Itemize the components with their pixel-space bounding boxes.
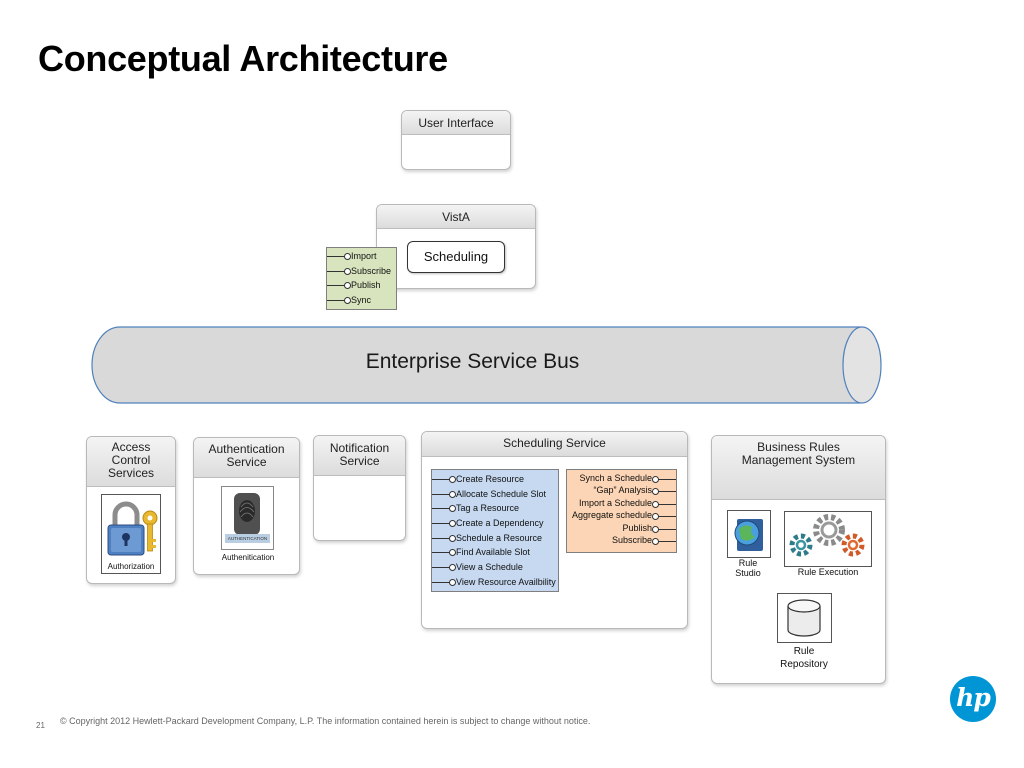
rule-repository-caption: Rule Repository: [780, 646, 828, 670]
bus-end-cap: [842, 326, 882, 404]
rule-studio-caption: Rule Studio: [735, 558, 761, 578]
sync-item: Subscribe: [567, 534, 676, 546]
authentication-caption: Authenitication: [221, 553, 275, 562]
sync-item: “Gap” Analysis: [567, 484, 676, 496]
copyright-notice: © Copyright 2012 Hewlett-Packard Develop…: [60, 716, 591, 726]
page-title: Conceptual Architecture: [38, 38, 448, 79]
authentication-header: Authentication Service: [194, 438, 299, 478]
access-control-header: Access Control Services: [87, 437, 175, 487]
sync-item: Import a Schedule: [567, 497, 676, 509]
operation-item: View Resource Availbility: [432, 575, 558, 590]
authentication-box: Authentication Service: [193, 437, 300, 575]
interface-item: Sync: [327, 293, 396, 308]
scheduling-module: Scheduling: [407, 241, 505, 273]
rule-studio-image: [727, 510, 771, 558]
rule-execution-caption: Rule Execution: [797, 567, 859, 577]
rule-execution-image: [784, 511, 872, 567]
rule-studio-icon: [734, 519, 763, 551]
gears-icon: [789, 514, 865, 557]
operation-item: Create Resource: [432, 472, 558, 487]
user-interface-header: User Interface: [402, 111, 510, 135]
operation-item: Schedule a Resource: [432, 531, 558, 546]
padlock-key-icon: [107, 501, 158, 556]
operation-item: Allocate Schedule Slot: [432, 487, 558, 502]
vista-box: VistA Scheduling: [376, 204, 536, 289]
interface-item: Publish: [327, 278, 396, 293]
notification-box: Notification Service: [313, 435, 406, 541]
rule-repository-image: [777, 593, 832, 643]
sync-item: Aggregate schedule: [567, 509, 676, 521]
database-icon: [787, 599, 821, 637]
sync-item: Publish: [567, 522, 676, 534]
authorization-image: Authorization: [101, 494, 161, 574]
sync-item: Synch a Schedule: [567, 472, 676, 484]
esb-label: Enterprise Service Bus: [365, 350, 580, 373]
scheduling-service-header: Scheduling Service: [422, 432, 687, 457]
scheduling-sync-list: Synch a Schedule “Gap” Analysis Import a…: [566, 469, 677, 553]
scheduling-operations-list: Create Resource Allocate Schedule Slot T…: [431, 469, 559, 592]
hp-logo-text: hp: [956, 683, 991, 712]
operation-item: View a Schedule: [432, 560, 558, 575]
operation-item: Create a Dependency: [432, 516, 558, 531]
operation-item: Tag a Resource: [432, 501, 558, 516]
vista-interface-list: Import Subscribe Publish Sync: [326, 247, 397, 310]
interface-item: Import: [327, 249, 396, 264]
brms-header: Business Rules Management System: [712, 436, 885, 500]
authentication-device-label: AUTHENTICATION: [227, 536, 268, 541]
slide-number: 21: [36, 721, 45, 730]
enterprise-service-bus: [91, 326, 882, 404]
authorization-caption: Authorization: [107, 562, 155, 571]
notification-header: Notification Service: [314, 436, 405, 476]
vista-header: VistA: [377, 205, 535, 229]
operation-item: Find Available Slot: [432, 545, 558, 560]
authentication-image: AUTHENTICATION: [221, 486, 274, 550]
interface-item: Subscribe: [327, 264, 396, 279]
hp-logo: hp: [950, 676, 996, 722]
fingerprint-reader-icon: [225, 493, 270, 543]
user-interface-box: User Interface: [401, 110, 511, 170]
